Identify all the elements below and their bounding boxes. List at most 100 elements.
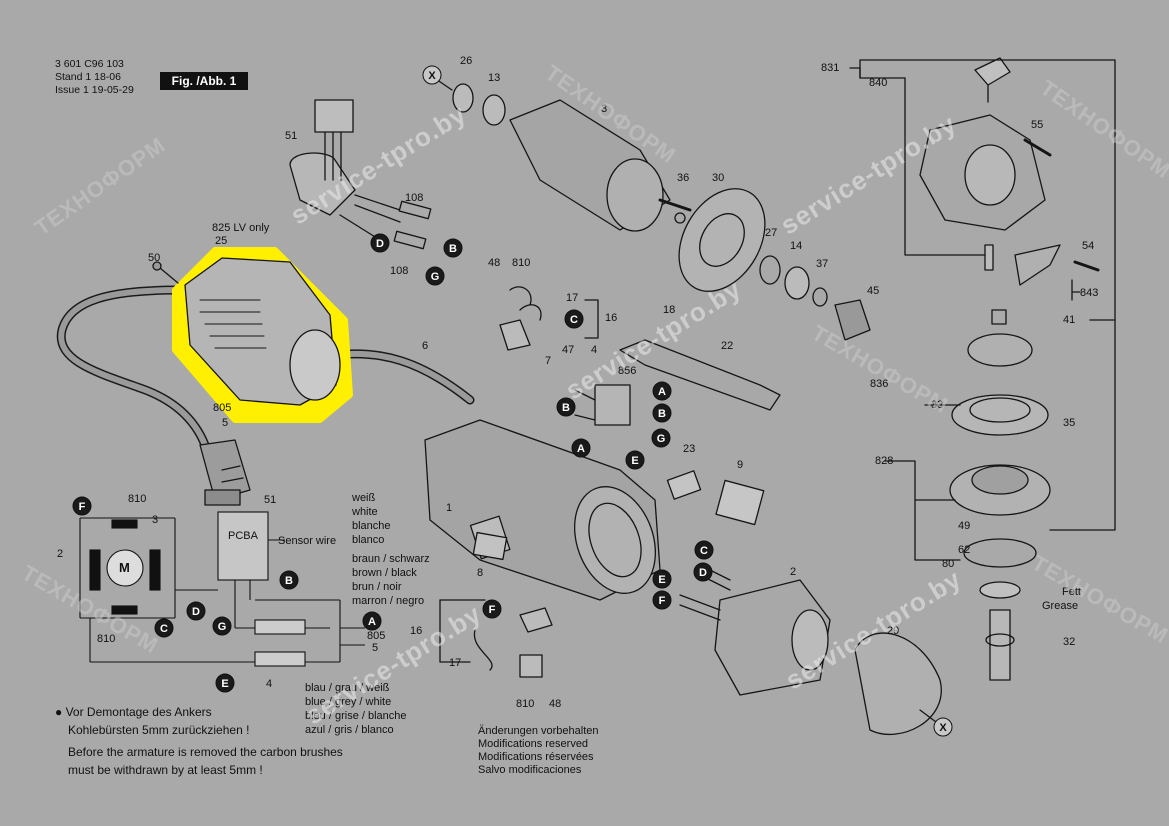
part-label-41: 41 (1063, 314, 1076, 326)
part-label-49: 49 (958, 520, 971, 532)
svg-text:B: B (658, 408, 666, 420)
svg-text:E: E (631, 455, 638, 467)
part-label-18: 18 (663, 304, 676, 316)
bearing-13 (482, 94, 506, 126)
part-label-856: 856 (618, 365, 637, 377)
wire-brown-3: brun / noir (352, 581, 402, 593)
part-label-810b: 810 (516, 698, 535, 710)
part-label-16a: 16 (605, 312, 618, 324)
modifications-de: Änderungen vorbehalten (478, 725, 599, 737)
part-label-9: 9 (737, 459, 744, 471)
svg-text:C: C (570, 314, 578, 326)
part-label-48a: 48 (488, 257, 501, 269)
svg-text:G: G (657, 433, 666, 445)
part-label-62: 62 (958, 544, 971, 556)
part-label-831: 831 (821, 62, 840, 74)
part-label-5: 5 (222, 417, 229, 429)
part-label-54: 54 (1082, 240, 1095, 252)
note-de-2: Kohlebürsten 5mm zurückziehen ! (68, 723, 250, 737)
schematic-label-4: 4 (266, 678, 273, 690)
fan-baffle-30 (678, 188, 766, 292)
wire-white-2: white (352, 506, 378, 518)
svg-text:D: D (192, 606, 200, 618)
part-label-108b: 108 (390, 265, 409, 277)
doc-issue: Issue 1 19-05-29 (55, 84, 134, 96)
part-label-27: 27 (765, 227, 778, 239)
motor-symbol (106, 549, 144, 587)
doc-stand: Stand 1 18-06 (55, 71, 121, 83)
spindle (989, 609, 1011, 681)
part-label-17b: 17 (449, 657, 462, 669)
wire-blue-2: blue / grey / white (305, 696, 392, 708)
svg-text:F: F (489, 604, 496, 616)
part-label-17a: 17 (566, 292, 579, 304)
part-label-36: 36 (677, 172, 690, 184)
part-label-51: 51 (285, 130, 298, 142)
callout-letters: X X D B G C A B B A G E C D E F F F D C … (79, 70, 948, 734)
part-label-80: 80 (942, 558, 955, 570)
svg-text:F: F (79, 501, 86, 513)
part-label-33: 33 (931, 399, 944, 411)
protective-guard (854, 632, 942, 735)
wiring-schematic (79, 511, 365, 667)
svg-text:B: B (449, 243, 457, 255)
svg-text:B: B (562, 402, 570, 414)
svg-text:F: F (659, 595, 666, 607)
modifications-es: Salvo modificaciones (478, 764, 582, 776)
schematic-label-805: 805 (367, 630, 386, 642)
motor-label: M (119, 560, 130, 575)
part-label-48b: 48 (549, 698, 562, 710)
grease-label-de: Fett (1062, 586, 1081, 598)
part-label-6: 6 (422, 340, 429, 352)
part-label-32: 32 (1063, 636, 1076, 648)
part-label-23: 23 (683, 443, 696, 455)
part-label-45: 45 (867, 285, 880, 297)
svg-text:C: C (160, 623, 168, 635)
part-label-810a: 810 (512, 257, 531, 269)
svg-text:D: D (376, 238, 384, 250)
part-label-1: 1 (446, 502, 453, 514)
svg-text:E: E (658, 574, 665, 586)
svg-text:G: G (431, 271, 440, 283)
pcba-label: PCBA (228, 530, 258, 542)
pcba-module (289, 152, 356, 216)
part-label-25: 25 (215, 235, 228, 247)
part-label-22: 22 (721, 340, 734, 352)
highlight-label: 825 LV only (212, 222, 270, 234)
power-plug (199, 439, 251, 501)
part-label-4: 4 (591, 344, 598, 356)
wire-brown-1: braun / schwarz (352, 553, 430, 565)
pcba-box (217, 511, 269, 581)
schematic-label-2: 2 (57, 548, 64, 560)
schematic-label-51: 51 (264, 494, 277, 506)
svg-text:X: X (428, 70, 436, 82)
part-label-7: 7 (545, 355, 552, 367)
part-label-16b: 16 (410, 625, 423, 637)
callout-circles (72, 65, 953, 737)
wire-blue-3: bleu / grise / blanche (305, 710, 407, 722)
wire-brown-4: marron / negro (352, 595, 425, 607)
svg-text:C: C (700, 545, 708, 557)
part-label-13: 13 (488, 72, 501, 84)
wire-white-1: weiß (352, 492, 376, 504)
part-label-50: 50 (148, 252, 161, 264)
wire-blue-1: blau / grau / weiß (305, 682, 390, 694)
wire-white-4: blanco (352, 534, 385, 546)
note-en-2: must be withdrawn by at least 5mm ! (68, 763, 263, 777)
switch (594, 384, 631, 426)
svg-text:A: A (368, 616, 376, 628)
part-label-30: 30 (712, 172, 725, 184)
part-label-8: 8 (477, 567, 484, 579)
svg-text:A: A (577, 443, 585, 455)
part-label-29: 29 (887, 625, 900, 637)
note-de-1: ● Vor Demontage des Ankers (55, 705, 212, 719)
part-label-26: 26 (460, 55, 473, 67)
svg-text:A: A (658, 386, 666, 398)
schematic-label-810b: 810 (97, 633, 116, 645)
svg-text:E: E (221, 678, 228, 690)
note-en-1: Before the armature is removed the carbo… (68, 745, 343, 759)
modifications-fr: Modifications réservées (478, 751, 594, 763)
modifications-en: Modifications reserved (478, 738, 589, 750)
figure-label: Fig. /Abb. 1 (160, 72, 248, 90)
part-label-836: 836 (870, 378, 889, 390)
